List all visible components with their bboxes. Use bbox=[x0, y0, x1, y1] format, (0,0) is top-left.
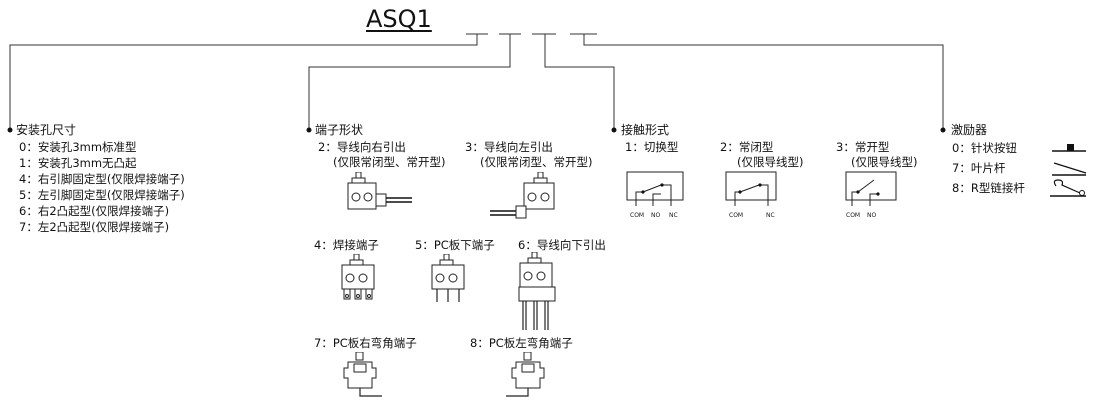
actuator-option-8: 8：R型链接杆 bbox=[952, 181, 1025, 195]
changeover-pin-nc: NC bbox=[669, 212, 678, 219]
no-pin-com: COM bbox=[846, 212, 861, 219]
contact-option-2-note: (仅限导线型) bbox=[737, 155, 804, 169]
mounting-option-1: 1：安装孔3mm无凸起 bbox=[19, 156, 137, 170]
model-code: ASQ1 bbox=[366, 5, 432, 33]
actuator-heading: 激励器 bbox=[951, 123, 988, 137]
contact-option-2: 2：常闭型 bbox=[720, 140, 774, 154]
switch-left-angle-pcb-figure bbox=[506, 352, 545, 397]
terminal-option-6: 6：导线向下引出 bbox=[518, 238, 606, 252]
switch-wires-right-figure bbox=[347, 172, 412, 210]
contact-option-3-note: (仅限导线型) bbox=[851, 155, 918, 169]
mounting-option-7: 7：左2凸起型(仅限焊接端子) bbox=[19, 220, 170, 234]
nc-pin-com: COM bbox=[729, 212, 744, 219]
mounting-option-6: 6：右2凸起型(仅限焊接端子) bbox=[19, 204, 170, 218]
mounting-heading: 安装孔尺寸 bbox=[16, 123, 77, 137]
terminal-option-7: 7：PC板右弯角端子 bbox=[314, 336, 417, 350]
changeover-pin-com: COM bbox=[630, 212, 645, 219]
terminal-option-2: 2：导线向右引出 bbox=[318, 140, 406, 154]
switch-right-angle-pcb-figure bbox=[343, 352, 382, 397]
terminal-option-4: 4：焊接端子 bbox=[314, 238, 379, 252]
mounting-option-5: 5：左引脚固定型(仅限焊接端子) bbox=[19, 188, 185, 202]
terminal-heading: 端子形状 bbox=[315, 123, 364, 137]
contact-option-3: 3：常开型 bbox=[836, 140, 890, 154]
changeover-pin-no: NO bbox=[651, 212, 661, 219]
no-pin-no: NO bbox=[867, 212, 877, 219]
terminal-option-5: 5：PC板下端子 bbox=[415, 238, 495, 252]
roller-lever-icon bbox=[1050, 179, 1086, 197]
normally-closed-contact-diagram bbox=[725, 171, 777, 206]
mounting-option-4: 4：右引脚固定型(仅限焊接端子) bbox=[19, 172, 185, 186]
contact-heading: 接触形式 bbox=[621, 123, 670, 137]
terminal-option-3-note: (仅限常闭型、常开型) bbox=[480, 155, 593, 169]
mounting-option-0: 0：安装孔3mm标准型 bbox=[19, 140, 137, 154]
terminal-option-2-note: (仅限常闭型、常开型) bbox=[333, 155, 446, 169]
switch-pcb-terminal-figure bbox=[431, 254, 465, 302]
switch-solder-terminal-figure bbox=[341, 254, 375, 300]
normally-open-contact-diagram bbox=[845, 171, 897, 206]
terminal-option-8: 8：PC板左弯角端子 bbox=[470, 336, 573, 350]
terminal-option-3: 3：导线向左引出 bbox=[465, 140, 553, 154]
contact-option-1: 1：切换型 bbox=[625, 140, 679, 154]
leaf-lever-icon bbox=[1052, 162, 1087, 176]
actuator-option-0: 0：针状按钮 bbox=[952, 141, 1017, 155]
pin-plunger-icon bbox=[1052, 144, 1086, 152]
switch-wires-down-figure bbox=[518, 252, 556, 330]
changeover-contact-diagram bbox=[626, 171, 684, 206]
nc-pin-nc: NC bbox=[766, 212, 775, 219]
switch-wires-left-figure bbox=[490, 172, 555, 219]
actuator-option-7: 7：叶片杆 bbox=[952, 161, 1006, 175]
